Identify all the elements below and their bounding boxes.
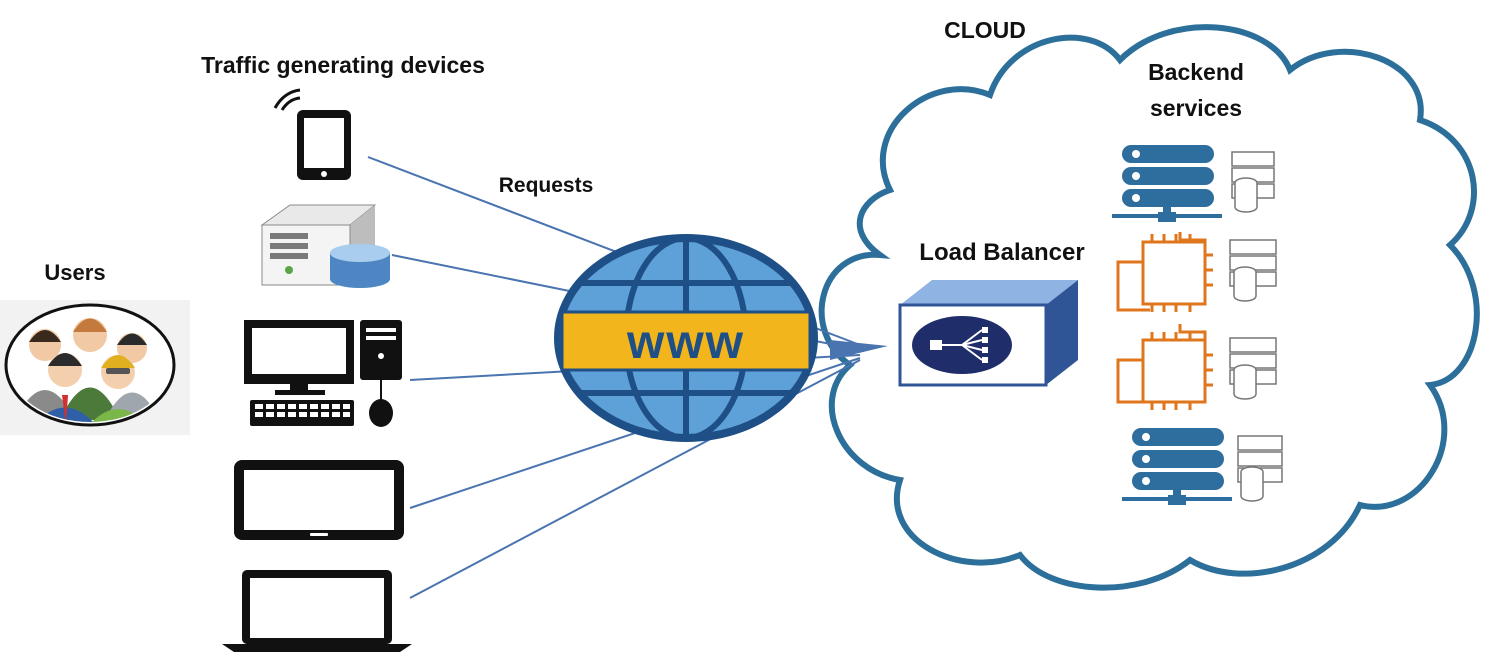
server-database-icon xyxy=(260,204,390,288)
server-rack-icon xyxy=(1112,145,1222,222)
compute-instance-icon xyxy=(1116,324,1213,410)
www-text: www xyxy=(626,316,745,369)
desktop-computer-icon xyxy=(244,320,402,427)
users-group-icon xyxy=(0,300,190,435)
www-banner xyxy=(560,310,812,372)
storage-database-icon xyxy=(1231,151,1275,213)
storage-database-icon xyxy=(1229,337,1277,400)
smartphone-icon xyxy=(273,88,351,180)
globe-www-icon: www xyxy=(554,234,818,442)
cloud-outline xyxy=(818,24,1480,591)
tablet-icon xyxy=(234,460,404,540)
compute-instance-icon xyxy=(1116,232,1213,312)
cloud-label: CLOUD xyxy=(944,17,1026,43)
requests-label: Requests xyxy=(499,174,594,197)
storage-database-icon xyxy=(1229,239,1277,302)
server-rack-icon xyxy=(1122,428,1232,505)
laptop-icon xyxy=(222,570,412,652)
backend-services-label-line1: Backend xyxy=(1148,59,1244,85)
request-arrow xyxy=(830,340,888,360)
traffic-devices-label: Traffic generating devices xyxy=(201,52,485,78)
users-label: Users xyxy=(44,260,105,285)
backend-services-label-line2: services xyxy=(1150,95,1242,121)
storage-database-icon xyxy=(1237,435,1283,502)
load-balancer-label: Load Balancer xyxy=(919,239,1084,266)
load-balancer-icon xyxy=(898,280,1078,387)
